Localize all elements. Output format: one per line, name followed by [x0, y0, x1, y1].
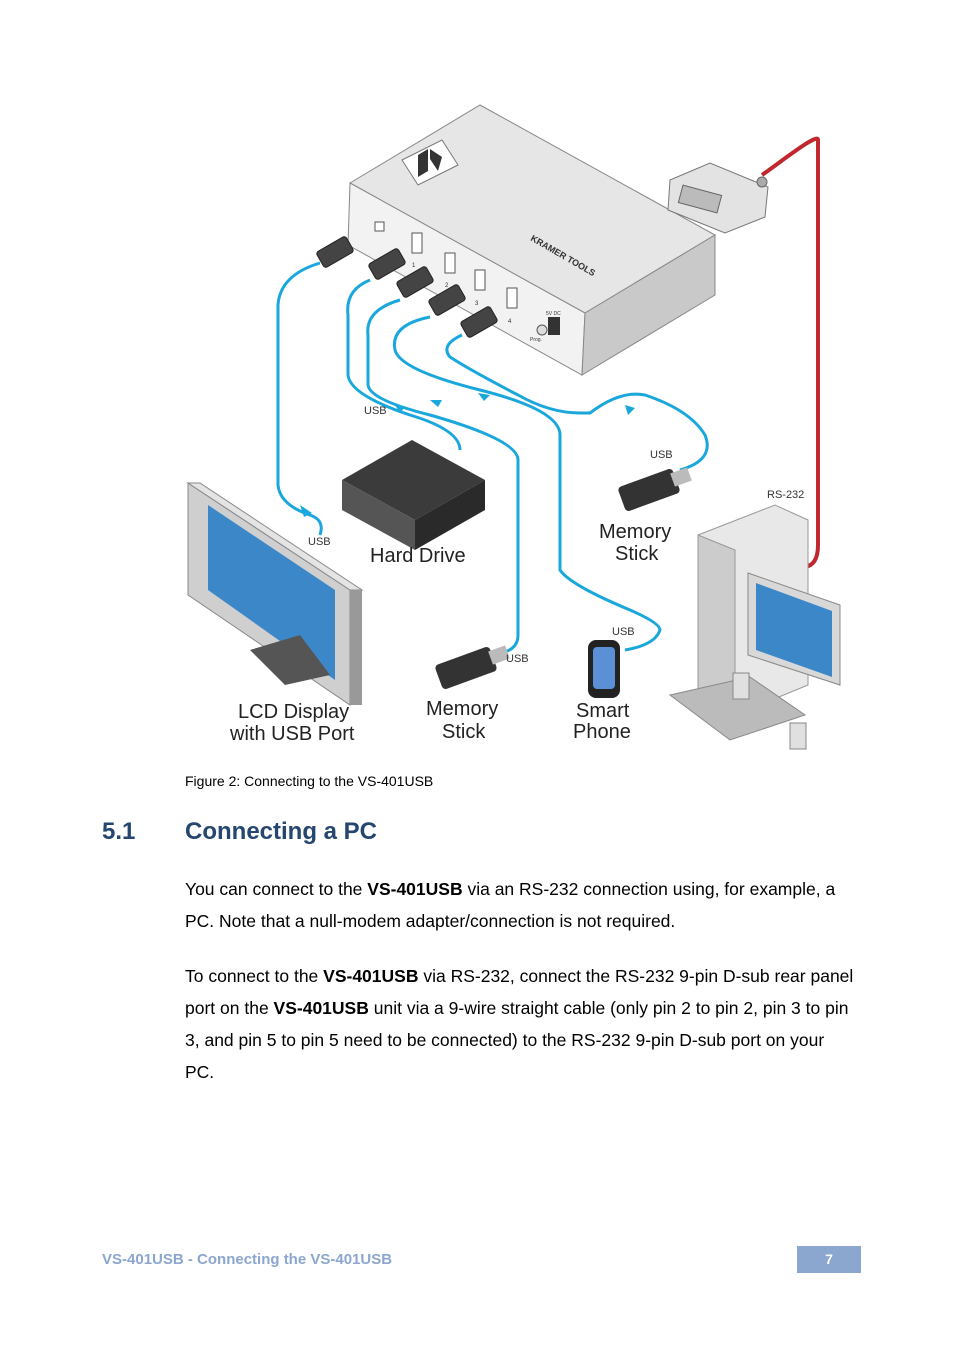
memory-stick-bottom-label-line2: Stick [442, 721, 486, 743]
smart-phone-illustration [588, 640, 620, 698]
smart-phone-label-line2: Phone [573, 721, 631, 743]
lcd-display-label-line1: LCD Display [238, 701, 349, 723]
footer-text: VS-401USB - Connecting the VS-401USB [102, 1251, 393, 1268]
product-name: VS-401USB [367, 879, 463, 899]
memory-stick-top-label-line1: Memory [599, 521, 671, 543]
lcd-display-label-line2: with USB Port [229, 723, 355, 745]
memory-stick-top-illustration [618, 467, 692, 512]
rs232-cable [760, 136, 820, 569]
page-number-badge: 7 [797, 1246, 861, 1273]
paragraph-intro-post: via an RS-232 connection using, for exam… [185, 879, 836, 931]
section-title: Connecting a PC [185, 818, 378, 845]
lcd-display-illustration [186, 482, 364, 706]
memory-stick-top-label-line2: Stick [615, 543, 659, 565]
smart-phone-label-line1: Smart [576, 700, 630, 722]
usb-cables [276, 261, 709, 655]
usb-label-lcd: USB [308, 536, 331, 548]
figure-caption: Figure 2: Connecting to the VS-401USB [185, 773, 434, 789]
paragraph-intro-pre: You can connect to the [185, 879, 368, 899]
vs-401usb-device: KRAMER TOOLS 1 2 3 4 5V DC Prog. [347, 104, 717, 376]
power-label: 5V DC [546, 311, 561, 317]
usb-label-memory-stick-bottom: USB [506, 653, 529, 665]
paragraph-intro: You can connect to the VS-401USB via an … [185, 873, 857, 937]
rs232-label: RS-232 [767, 489, 804, 501]
port-label-2: 2 [445, 283, 449, 289]
usb-label-hard-drive: USB [364, 405, 387, 417]
pc-illustration [668, 504, 841, 750]
port-label-1: 1 [412, 263, 416, 269]
paragraph-instructions: To connect to the VS-401USB via RS-232, … [185, 960, 857, 1088]
usb-label-smart-phone: USB [612, 626, 635, 638]
memory-stick-bottom-label-line1: Memory [426, 698, 498, 720]
usb-label-memory-stick-top: USB [650, 449, 673, 461]
port-label-3: 3 [475, 301, 479, 307]
rs232-connector [667, 162, 769, 234]
connection-diagram: KRAMER TOOLS 1 2 3 4 5V DC Prog. RS-232 [150, 95, 860, 765]
usb-plugs [316, 236, 498, 338]
usb-arrows [300, 393, 635, 517]
paragraph-instructions-a: To connect to the [185, 966, 324, 986]
port-label-4: 4 [508, 319, 512, 325]
product-name: VS-401USB [273, 998, 369, 1018]
paragraph-instructions-c: via RS-232, connect the RS-232 9-pin D-s… [185, 966, 854, 1018]
reset-label: Prog. [530, 337, 542, 343]
hard-drive-label: Hard Drive [370, 545, 466, 567]
section-number: 5.1 [102, 818, 136, 845]
paragraph-instructions-e: unit via a 9-wire straight cable (only p… [185, 998, 849, 1082]
hard-drive-illustration [342, 440, 485, 550]
product-name: VS-401USB [323, 966, 419, 986]
memory-stick-bottom-illustration [435, 645, 510, 690]
